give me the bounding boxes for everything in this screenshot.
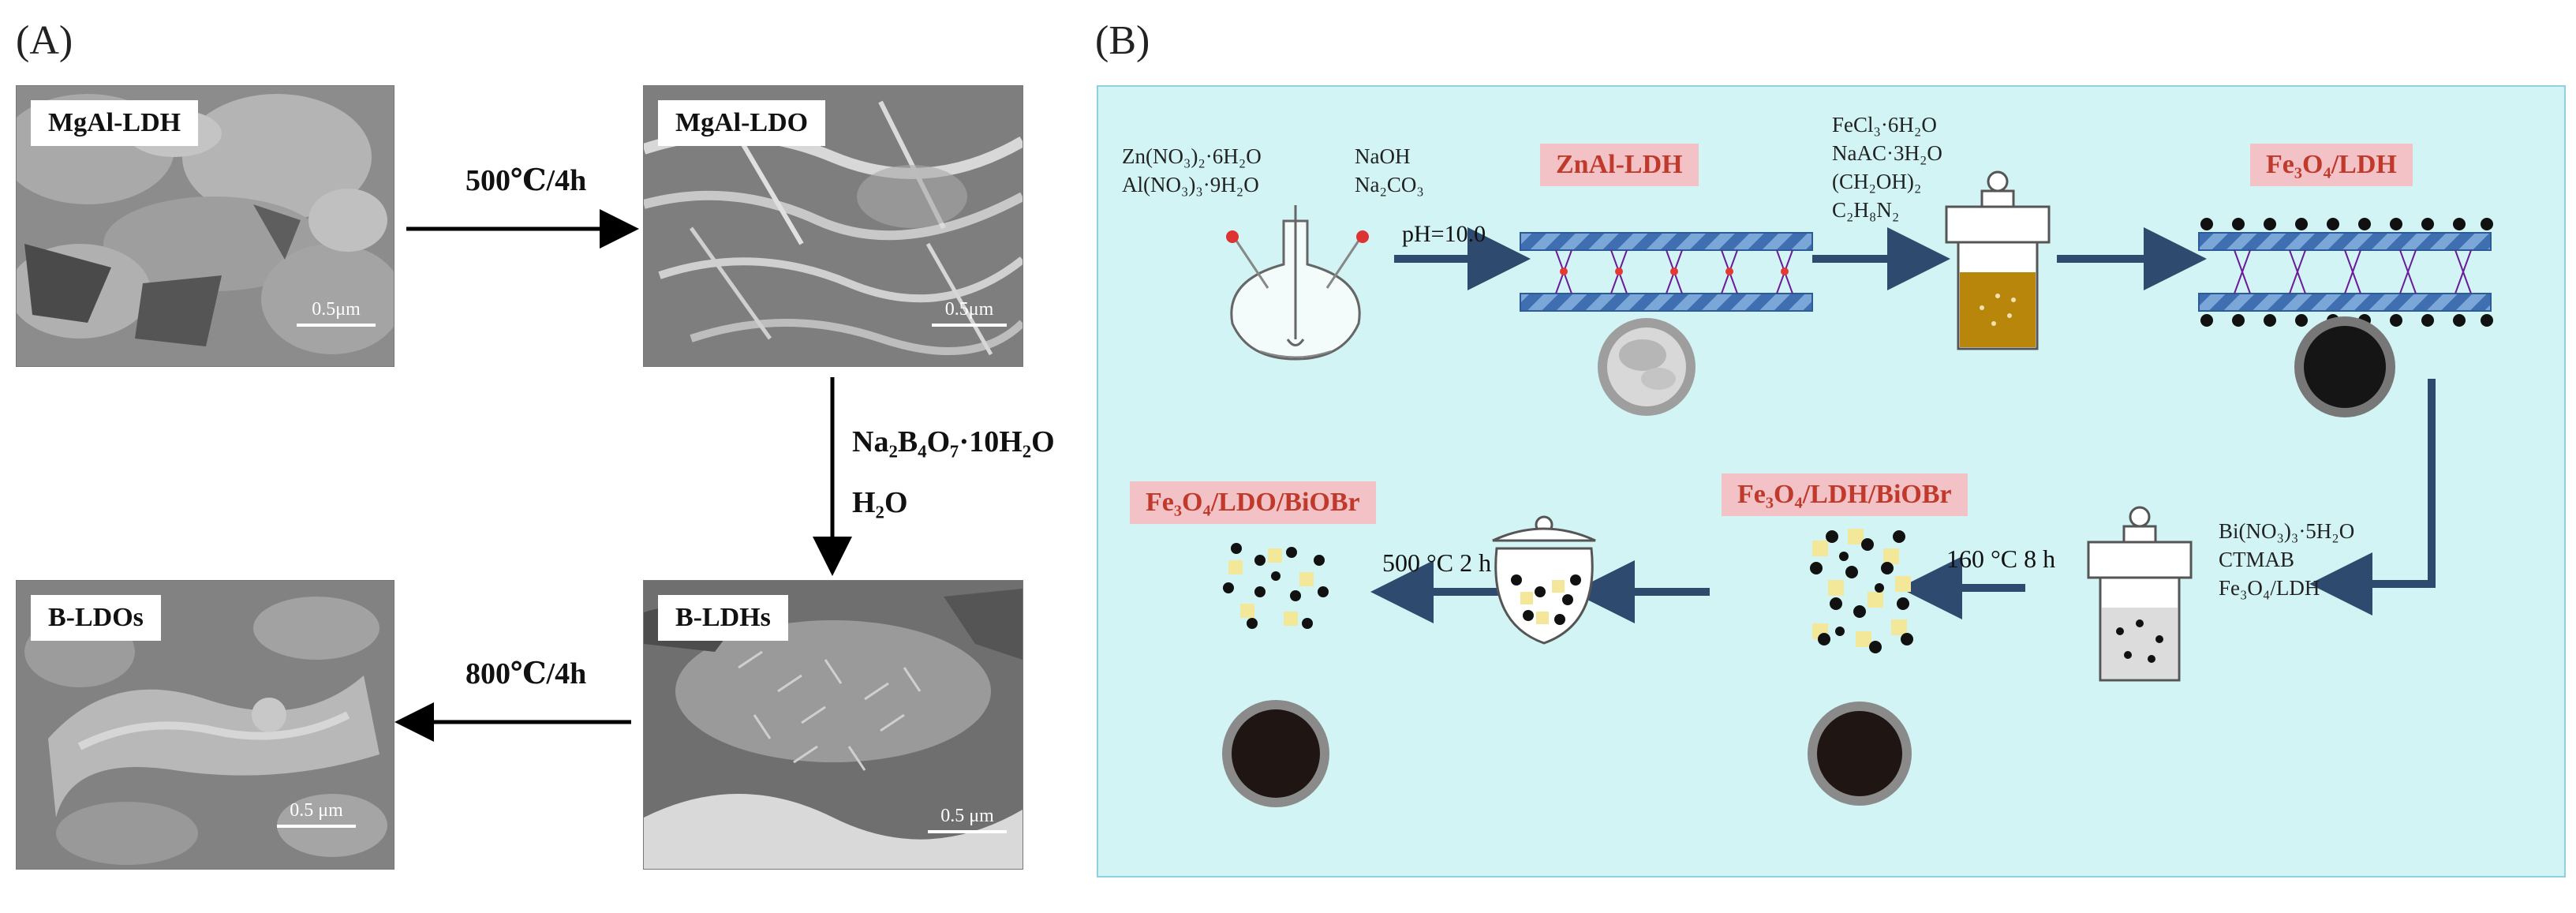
reagent-sodium-acetate: NaAC·3H₂O [1832,141,1942,165]
autoclave-1-icon [1945,170,2051,350]
fe3o4-ldo-biobr-powder-photo [1222,700,1329,807]
reagent-ethylene-glycol: (CH₂OH)₂ [1832,170,1922,193]
crucible-icon [1492,515,1596,645]
reagent-bismuth-nitrate: Bi(NO₃)₃·5H₂O [2219,519,2355,543]
reagent-ethylenediamine: C₂H₈N₂ [1832,198,1900,222]
reagent-naoh: NaOH [1355,144,1411,168]
panel-a-letter: (A) [16,18,73,63]
scale-bar-b-ldhs: 0.5 μm [928,806,1007,833]
step-calcine-500: 500℃/4h [465,164,587,197]
reaction-flask-icon [1226,205,1369,361]
znal-ldh-structure-icon [1520,232,1813,312]
sem-image-mgal-ldh: MgAl-LDH 0.5μm [16,85,394,367]
scale-bar-mgal-ldo: 0.5μm [932,299,1007,327]
reagent-fecl3: FeCl₃·6H₂O [1832,113,1937,137]
label-fe3o4-ldh-biobr: Fe₃O₄/LDH/BiOBr [1722,473,1968,516]
sem-label-b-ldos: B-LDOs [31,595,161,641]
label-fe3o4-ldh: Fe₃O₄/LDH [2250,144,2413,186]
sem-image-b-ldos: B-LDOs 0.5 μm [16,580,394,870]
step-water: H₂O [852,486,908,519]
sem-label-mgal-ldo: MgAl-LDO [658,100,826,146]
panel-a-arrows [394,209,852,742]
sem-label-mgal-ldh: MgAl-LDH [31,100,199,146]
condition-500c-2h: 500 °C 2 h [1382,548,1492,577]
label-znal-ldh: ZnAl-LDH [1540,144,1699,186]
sem-label-b-ldhs: B-LDHs [658,595,788,641]
fe3o4-ldh-structure-icon [2198,218,2493,327]
fe3o4-ldo-biobr-composite-icon [1223,543,1329,629]
scale-bar-mgal-ldh: 0.5μm [297,299,376,327]
reagent-zinc-nitrate: Zn(NO₃)₂·6H₂O [1122,144,1262,168]
step-borate-reagent: Na₂B₄O₇·10H₂O [852,425,1055,458]
fe3o4-ldh-biobr-powder-photo [1808,702,1912,806]
znal-ldh-powder-photo [1598,318,1696,416]
scheme-graphics [1222,170,2493,807]
label-fe3o4-ldo-biobr: Fe₃O₄/LDO/BiOBr [1130,481,1376,524]
reagent-ctmab: CTMAB [2219,548,2295,571]
sem-image-mgal-ldo: MgAl-LDO 0.5μm [643,85,1023,367]
fe3o4-ldh-biobr-composite-icon [1810,529,1913,653]
arrow-to-autoclave-2 [2309,379,2436,616]
reagent-aluminum-nitrate: Al(NO₃)₃·9H₂O [1122,173,1259,196]
condition-160c-8h: 160 °C 8 h [1946,544,2056,573]
step-calcine-800: 800℃/4h [465,657,587,690]
autoclave-2-icon [2087,506,2193,682]
fe3o4-ldh-powder-photo [2294,316,2395,417]
scale-bar-b-ldos: 0.5 μm [277,800,356,828]
reagent-na2co3: Na₂CO₃ [1355,173,1424,196]
condition-ph: pH=10.0 [1402,221,1486,247]
panel-b-letter: (B) [1095,18,1150,63]
synthesis-scheme: Zn(NO₃)₂·6H₂O Al(NO₃)₃·9H₂O NaOH Na₂CO₃ … [1097,85,2566,877]
sem-image-b-ldhs: B-LDHs 0.5 μm [643,580,1023,870]
reagent-fe3o4-ldh: Fe₃O₄/LDH [2219,576,2320,600]
